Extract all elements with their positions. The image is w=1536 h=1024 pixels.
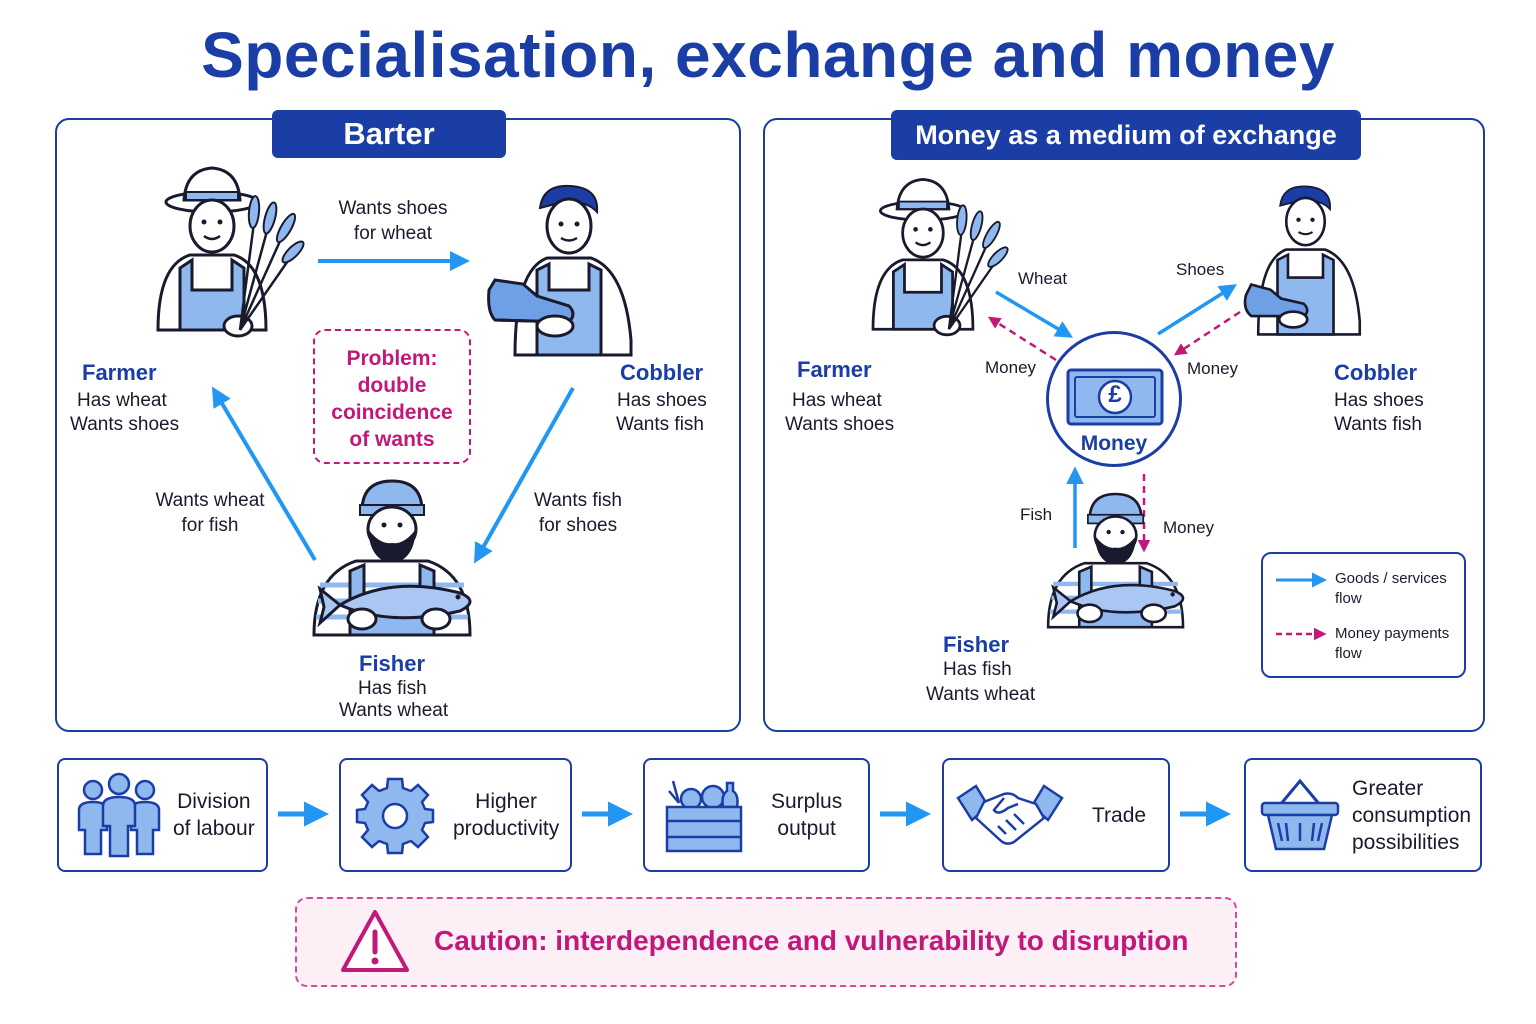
money-fisher-illustration bbox=[1046, 492, 1185, 629]
handshake-icon bbox=[956, 784, 1064, 845]
step-higher-productivity: Higher productivity bbox=[339, 758, 572, 872]
barter-cobbler-has: Has shoes bbox=[617, 390, 707, 411]
step-division-of-labour: Division of labour bbox=[57, 758, 268, 872]
gear-icon bbox=[355, 777, 435, 855]
caution-banner bbox=[295, 897, 1237, 987]
label-cobbler-fisher: Wants fish for shoes bbox=[534, 490, 622, 536]
money-fisher-has: Has fish bbox=[943, 659, 1012, 680]
money-fisher-name: Fisher bbox=[943, 632, 1010, 657]
flow-label-fish: Fish bbox=[1020, 505, 1053, 524]
step-label: Greater consumption possibilities bbox=[1352, 776, 1472, 854]
step-surplus-output: Surplus output bbox=[643, 758, 870, 872]
arrow-cobbler-to-money bbox=[1173, 310, 1241, 356]
label-fisher-farmer: Wants wheat for fish bbox=[155, 490, 265, 536]
step-label: Trade bbox=[1092, 803, 1147, 827]
arrow-wheat-to-money bbox=[995, 290, 1074, 338]
barter-farmer-wants: Wants shoes bbox=[70, 414, 180, 435]
barter-fisher-has: Has fish bbox=[358, 678, 427, 699]
money-farmer-wants: Wants shoes bbox=[785, 414, 895, 435]
legend-goods-label: Goods / services flow bbox=[1335, 570, 1447, 607]
arrow-money-to-farmer bbox=[987, 316, 1057, 362]
flow-label-money-farmer: Money bbox=[985, 358, 1037, 377]
money-cobbler-illustration bbox=[1243, 185, 1362, 336]
step-greater-consumption: Greater consumption possibilities bbox=[1244, 758, 1482, 872]
money-center-label: Money bbox=[1080, 432, 1148, 455]
money-heading: Money as a medium of exchange bbox=[891, 110, 1361, 160]
barter-farmer-illustration bbox=[156, 166, 305, 338]
money-farmer-illustration bbox=[871, 178, 1009, 337]
legend-money-label: Money payments flow bbox=[1335, 625, 1450, 662]
barter-fisher-wants: Wants wheat bbox=[339, 700, 449, 721]
arrow-money-to-shoes bbox=[1157, 284, 1237, 336]
crate-icon bbox=[665, 780, 743, 853]
flow-label-money-cobbler: Money bbox=[1187, 359, 1239, 378]
legend-arrows bbox=[1276, 572, 1327, 641]
arrow-fisher-to-farmer bbox=[211, 386, 317, 562]
warning-icon bbox=[341, 910, 409, 972]
flow-label-money-fisher: Money bbox=[1163, 518, 1215, 537]
currency-symbol: £ bbox=[1108, 381, 1122, 408]
money-cobbler-name: Cobbler bbox=[1334, 360, 1418, 385]
flow-legend bbox=[1261, 552, 1466, 678]
barter-farmer-has: Has wheat bbox=[77, 390, 167, 411]
money-farmer-name: Farmer bbox=[797, 357, 872, 382]
money-fisher-wants: Wants wheat bbox=[926, 684, 1036, 705]
barter-cobbler-illustration bbox=[487, 184, 633, 357]
money-farmer-has: Has wheat bbox=[792, 390, 882, 411]
step-label: Higher productivity bbox=[453, 790, 560, 840]
step-label: Surplus output bbox=[771, 790, 843, 840]
money-cobbler-has: Has shoes bbox=[1334, 390, 1424, 411]
flow-label-shoes: Shoes bbox=[1176, 260, 1225, 279]
step-trade: Trade bbox=[942, 758, 1170, 872]
label-farmer-cobbler: Wants shoes for wheat bbox=[338, 198, 448, 244]
people-icon bbox=[77, 772, 161, 858]
caution-text: Caution: interdependence and vulnerabili… bbox=[434, 925, 1189, 956]
basket-icon bbox=[1260, 778, 1340, 851]
step-label: Division of labour bbox=[173, 790, 255, 840]
barter-heading: Barter bbox=[272, 110, 506, 158]
banknote-icon bbox=[1066, 368, 1164, 426]
barter-fisher-name: Fisher bbox=[359, 651, 426, 676]
barter-fisher-illustration bbox=[312, 479, 472, 637]
barter-cobbler-wants: Wants fish bbox=[616, 414, 704, 435]
arrow-cobbler-to-fisher bbox=[474, 387, 575, 564]
barter-cobbler-name: Cobbler bbox=[620, 360, 704, 385]
barter-farmer-name: Farmer bbox=[82, 360, 157, 385]
double-coincidence-problem-box: Problem: double coincidence of wants bbox=[313, 329, 471, 464]
page-title: Specialisation, exchange and money bbox=[201, 19, 1335, 91]
flow-label-wheat: Wheat bbox=[1018, 269, 1068, 288]
money-cobbler-wants: Wants fish bbox=[1334, 414, 1422, 435]
